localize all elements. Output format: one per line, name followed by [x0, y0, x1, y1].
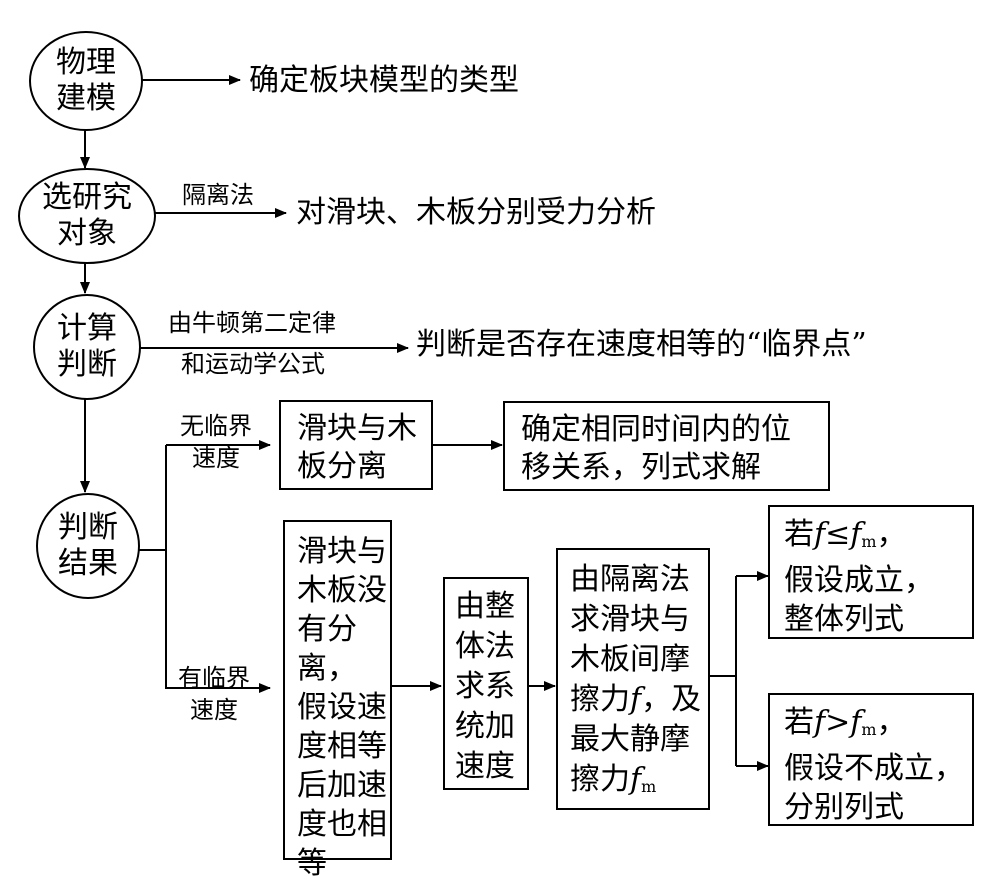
label-no-critical-speed: 无临界 速度: [180, 412, 252, 472]
circle-physics-modeling: 物理 建模: [29, 31, 143, 131]
gt-subscript: m: [861, 720, 877, 739]
box-condition-le: 若f≤fm， 假设成立， 整体列式: [768, 505, 974, 639]
box-isolation-friction: 由隔离法 求滑块与 木板间摩 擦力f，及 最大静摩 擦力fm: [556, 548, 710, 810]
box-condition-gt-text: 若f>fm， 假设不成立， 分别列式: [784, 703, 964, 827]
gt-symbol-fm: f: [850, 705, 862, 740]
gt-comma: ，: [876, 705, 907, 740]
le-rest: 假设成立， 整体列式: [784, 563, 934, 637]
box-whole-method: 由整 体法 求系 统加 速度: [443, 577, 529, 790]
gt-rest: 假设不成立， 分别列式: [784, 751, 964, 825]
circle-select-object: 选研究 对象: [18, 168, 156, 264]
box-separate: 滑块与木 板分离: [279, 400, 433, 490]
label-isolation-method: 隔离法: [182, 181, 254, 209]
circle-judge-result: 判断 结果: [36, 493, 140, 599]
le-prefix: 若: [784, 517, 814, 552]
circle-physics-modeling-label: 物理 建模: [56, 45, 116, 116]
arrow-has-critical: [165, 550, 271, 693]
circle-judge-result-label: 判断 结果: [58, 510, 118, 581]
box-separate-text: 滑块与木 板分离: [297, 411, 417, 484]
gt-symbol-f: f: [814, 705, 826, 740]
text-force-analysis: 对滑块、木板分别受力分析: [296, 195, 656, 230]
label-has-critical-speed: 有临界 速度: [178, 664, 250, 724]
circle-calculate-judge: 计算 判断: [33, 294, 141, 400]
circle-select-object-label: 选研究 对象: [42, 180, 132, 251]
gt-prefix: 若: [784, 705, 814, 740]
le-comma: ，: [876, 517, 907, 552]
text-determine-type: 确定板块模型的类型: [249, 63, 519, 98]
symbol-f: f: [630, 682, 642, 717]
box-condition-gt: 若f>fm， 假设不成立， 分别列式: [768, 693, 974, 826]
label-kinematics: 和运动学公式: [181, 350, 325, 378]
box-whole-method-text: 由整 体法 求系 统加 速度: [455, 589, 515, 784]
isolation-text-1: 由隔离法 求滑块与 木板间摩 擦力: [570, 562, 690, 717]
le-subscript: m: [861, 532, 877, 551]
le-symbol-f: f: [814, 517, 826, 552]
box-not-separate-text: 滑块与 木板没 有分离， 假设速 度相等 后加速 度也相 等: [297, 534, 387, 881]
isolation-text-2: ，及 最大静摩 擦力: [570, 682, 702, 797]
box-condition-le-text: 若f≤fm， 假设成立， 整体列式: [784, 515, 934, 639]
box-not-separate: 滑块与 木板没 有分离， 假设速 度相等 后加速 度也相 等: [283, 520, 392, 881]
circle-calculate-judge-label: 计算 判断: [57, 311, 117, 382]
box-displacement-text: 确定相同时间内的位 移关系，列式求解: [521, 412, 791, 485]
text-critical-point: 判断是否存在速度相等的“临界点”: [416, 327, 867, 362]
symbol-fm-subscript: m: [641, 777, 657, 796]
box-displacement: 确定相同时间内的位 移关系，列式求解: [503, 401, 830, 491]
le-symbol-fm: f: [850, 517, 862, 552]
label-newton-law: 由牛顿第二定律: [168, 309, 336, 337]
branch-connector: [138, 445, 167, 551]
le-operator: ≤: [825, 517, 851, 552]
box-isolation-friction-text: 由隔离法 求滑块与 木板间摩 擦力f，及 最大静摩 擦力fm: [570, 560, 701, 807]
symbol-fm: f: [630, 762, 642, 797]
gt-operator: >: [825, 705, 851, 740]
